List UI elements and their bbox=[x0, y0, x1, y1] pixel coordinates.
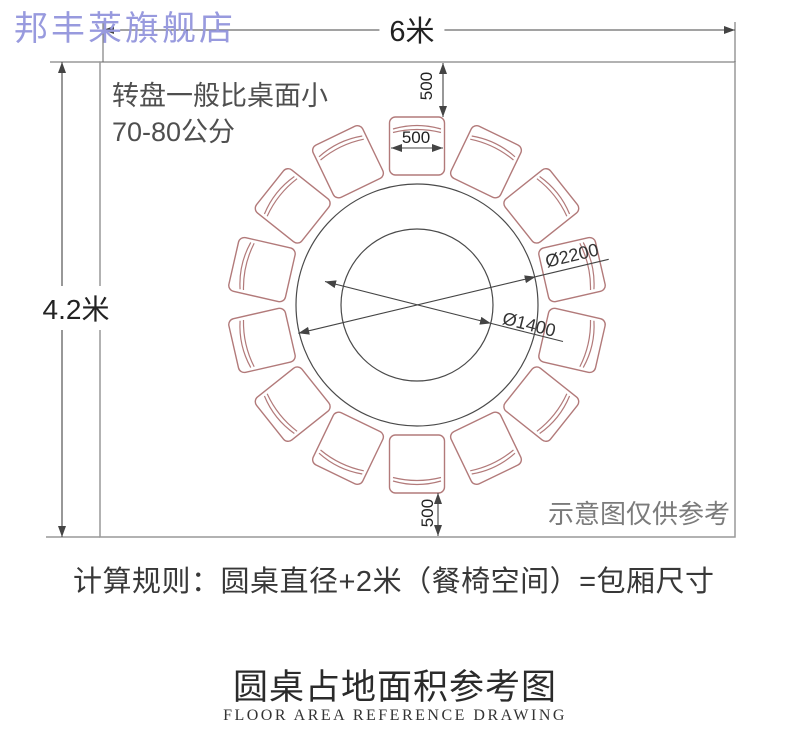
dim-line-table-diameter-ext bbox=[535, 258, 609, 278]
chair bbox=[311, 411, 385, 486]
chair-back-arc bbox=[392, 480, 442, 486]
calculation-rule: 计算规则：圆桌直径+2米（餐椅空间）=包厢尺寸 bbox=[73, 566, 715, 598]
chair-back-arc bbox=[263, 176, 295, 215]
chair-seat bbox=[311, 411, 385, 486]
chair-back-arc bbox=[320, 138, 364, 161]
chair-seat bbox=[503, 366, 580, 442]
chair-seat bbox=[254, 168, 331, 244]
chair-back-arc bbox=[392, 128, 442, 134]
chair-back-arc bbox=[539, 176, 571, 215]
chair-back-arc bbox=[579, 242, 592, 291]
chair-back-arc bbox=[263, 395, 295, 434]
chair-back-arc bbox=[536, 178, 568, 217]
chair-back-arc bbox=[470, 138, 514, 161]
chair bbox=[538, 236, 606, 303]
chair bbox=[254, 366, 331, 442]
chair-back-arc bbox=[239, 242, 252, 290]
chair-seat bbox=[503, 168, 580, 244]
chair-back-arc bbox=[471, 135, 516, 158]
chair-back-arc bbox=[239, 320, 252, 368]
chair bbox=[388, 434, 446, 494]
table-circle bbox=[295, 183, 539, 427]
chair-back-arc bbox=[242, 319, 255, 368]
chair-back-arc bbox=[266, 393, 298, 432]
chair-back-arc bbox=[320, 449, 364, 472]
chair-seat bbox=[311, 124, 385, 199]
chair-seat bbox=[449, 411, 523, 486]
dim-line-turntable-diameter bbox=[324, 280, 492, 325]
dim-line-turntable-diameter-ext bbox=[490, 322, 564, 343]
chair-back-arc bbox=[471, 452, 516, 475]
chair bbox=[538, 307, 606, 374]
chair-back-arc bbox=[318, 135, 363, 158]
chair-back-arc bbox=[582, 320, 595, 368]
turntable-note: 转盘一般比桌面小 70-80公分 bbox=[112, 78, 328, 150]
chair bbox=[503, 168, 580, 244]
chair-seat bbox=[388, 434, 446, 494]
turntable-note-line1: 转盘一般比桌面小 bbox=[112, 81, 328, 111]
chair-back-arc bbox=[470, 449, 514, 472]
dim-label-room-width: 6米 bbox=[379, 8, 445, 50]
chair-seat bbox=[228, 307, 296, 374]
dim-label-gap-bottom: 500 bbox=[418, 498, 437, 528]
chair-back-arc bbox=[318, 452, 363, 475]
chair bbox=[228, 307, 296, 374]
chair-back-arc bbox=[266, 178, 298, 217]
dim-label-gap-top: 500 bbox=[417, 71, 436, 101]
chair bbox=[311, 124, 385, 199]
chair-seat bbox=[254, 366, 331, 442]
chair-back-arc bbox=[242, 242, 255, 291]
chair-back-arc bbox=[539, 395, 571, 434]
disclaimer-text: 示意图仅供参考 bbox=[547, 499, 730, 529]
chair-back-arc bbox=[579, 319, 592, 368]
chair bbox=[449, 411, 523, 486]
chair-back-arc bbox=[536, 393, 568, 432]
chair bbox=[503, 366, 580, 442]
chair bbox=[228, 236, 296, 303]
turntable-note-line2: 70-80公分 bbox=[112, 117, 236, 147]
dim-label-chair-width: 500 bbox=[401, 128, 431, 147]
store-watermark: 邦丰莱旗舰店 bbox=[14, 11, 236, 48]
chair-back-arc bbox=[392, 476, 442, 482]
chair-back-arc bbox=[582, 242, 595, 290]
chair-seat bbox=[228, 236, 296, 303]
chair bbox=[449, 124, 523, 199]
chair-seat bbox=[449, 124, 523, 199]
chair-back-arc bbox=[392, 124, 442, 130]
drawing-subtitle: FLOOR AREA REFERENCE DRAWING bbox=[223, 707, 567, 724]
chair bbox=[254, 168, 331, 244]
drawing-title: 圆桌占地面积参考图 bbox=[232, 668, 557, 707]
dim-label-room-height: 4.2米 bbox=[39, 286, 113, 330]
